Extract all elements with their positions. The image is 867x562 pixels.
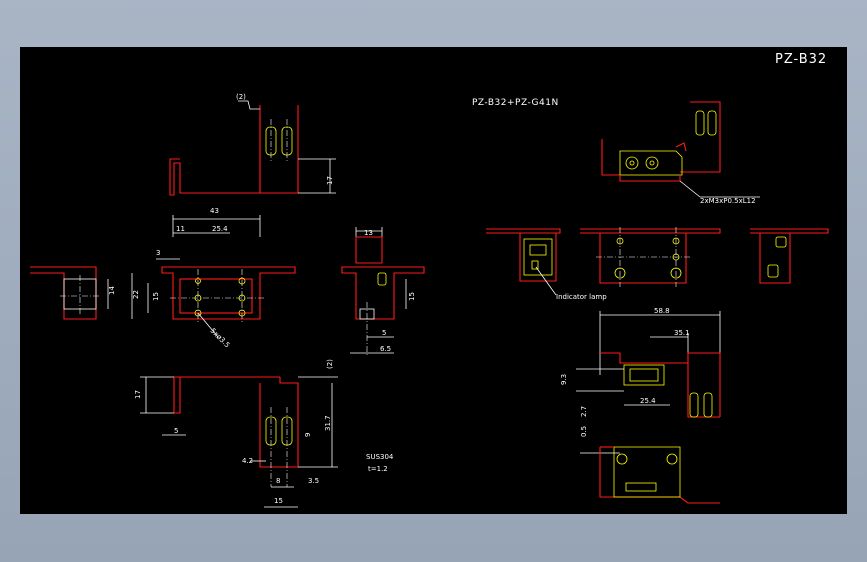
right-bottom-detail [580, 446, 720, 504]
front-view [30, 215, 296, 338]
dim-15-bottom: 15 [274, 497, 283, 505]
top-view [169, 100, 336, 196]
dim-2-bottom: (2) [326, 359, 334, 369]
dim-5-side: 5 [382, 329, 386, 337]
dim-25-4: 25.4 [212, 225, 228, 233]
dim-0-5: 0.5 [580, 426, 588, 437]
dim-15-front: 15 [152, 292, 160, 301]
dim-2-7: 2.7 [580, 406, 588, 417]
dim-13: 13 [364, 229, 373, 237]
dim-43: 43 [210, 207, 219, 215]
thickness-note: t=1.2 [368, 465, 388, 473]
dim-17-bottom: 17 [134, 390, 142, 399]
dim-9-3: 9.3 [560, 374, 568, 385]
dim-5-bottom: 5 [174, 427, 178, 435]
cad-drawing: PZ-B32 PZ-B32+PZ-G41N (2) 17 [30, 52, 829, 508]
hole-note: 5xø3.5 [209, 327, 232, 350]
front-row-views [486, 227, 829, 296]
material-note: SUS304 [366, 453, 394, 461]
indicator-note: Indicator lamp [556, 293, 607, 301]
dim-4-2: 4.2 [242, 457, 253, 465]
assembly-subtitle: PZ-B32+PZ-G41N [472, 98, 559, 108]
drawing-title: PZ-B32 [775, 52, 827, 67]
dim-25-4-right: 25.4 [640, 397, 656, 405]
cad-drawing-area: PZ-B32 PZ-B32+PZ-G41N (2) 17 [20, 47, 847, 514]
dim-31-7: 31.7 [324, 415, 332, 431]
dim-58-8: 58.8 [654, 307, 670, 315]
dim-15-side: 15 [408, 292, 416, 301]
dim-17-top: 17 [326, 176, 334, 185]
dim-8: 8 [276, 477, 280, 485]
right-top-detail [576, 311, 721, 418]
side-view [341, 227, 425, 357]
dim-9: 9 [304, 433, 312, 437]
dim-2-top: (2) [236, 93, 246, 101]
dim-22: 22 [132, 290, 140, 299]
dim-35-1: 35.1 [674, 329, 690, 337]
assembly-view [601, 101, 760, 198]
dim-11: 11 [176, 225, 185, 233]
dim-3: 3 [156, 249, 160, 257]
dim-6-5: 6.5 [380, 345, 391, 353]
dim-14: 14 [108, 286, 116, 295]
bottom-view [140, 376, 338, 508]
dim-3-5: 3.5 [308, 477, 319, 485]
screw-note: 2xM3xP0.5xL12 [700, 197, 756, 205]
